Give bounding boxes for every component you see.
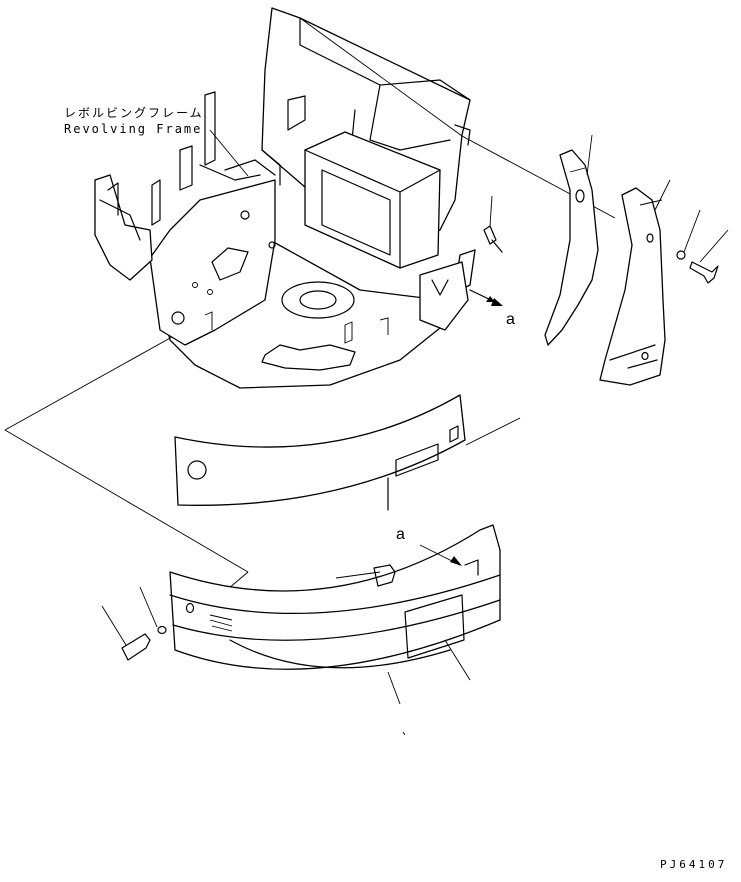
arrow-label-a-right: a <box>506 311 515 328</box>
leader-line <box>209 129 249 177</box>
side-cover-right <box>599 179 671 386</box>
plug <box>335 564 396 587</box>
washer-right <box>676 209 701 260</box>
arrow-a-right <box>469 289 503 306</box>
leader-line <box>299 17 463 137</box>
bolt-left <box>101 605 151 661</box>
tick-mark <box>402 731 406 736</box>
drawing-code: PJ64107 <box>660 858 728 871</box>
frame-label-jp: レボルビングフレーム <box>64 106 204 120</box>
front-cover-plate <box>174 394 521 511</box>
washer-left <box>139 586 167 635</box>
arrow-label-a-left: a <box>396 526 405 543</box>
revolving-frame <box>94 7 503 389</box>
side-cover-left <box>544 134 599 346</box>
counterweight <box>169 524 501 705</box>
leader-line <box>4 336 173 431</box>
bolt-right <box>689 229 729 284</box>
frame-label-en: Revolving Frame <box>64 122 203 136</box>
leader-line <box>4 429 249 573</box>
